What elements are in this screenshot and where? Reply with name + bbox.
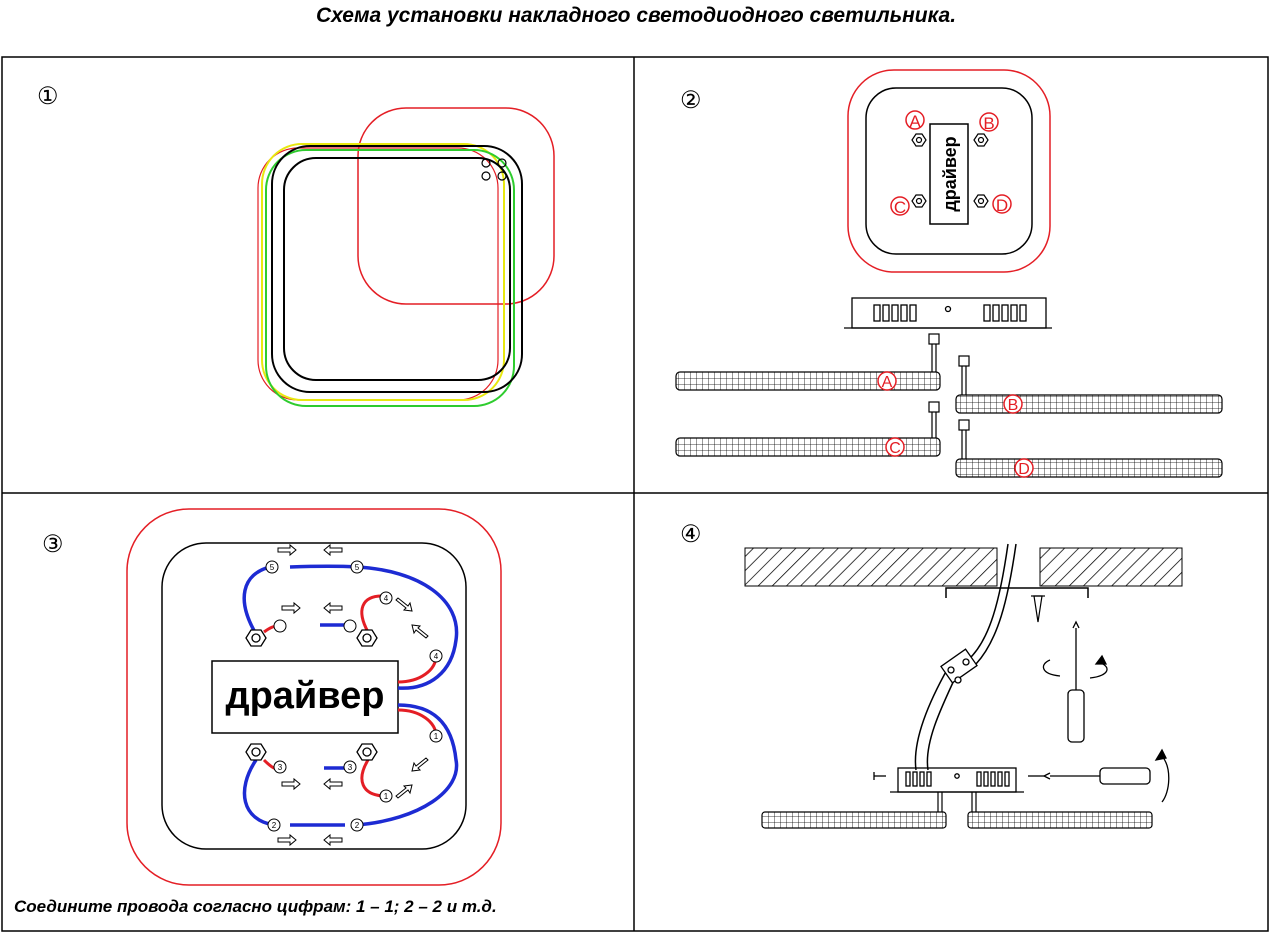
panel-2: ② драйвер A B C D	[675, 69, 1223, 478]
bar-b-label: B	[1008, 397, 1019, 414]
terminal-block	[940, 648, 978, 684]
ceiling-plate	[865, 87, 1033, 255]
led-bars-bottom	[761, 811, 1153, 829]
ceiling-right	[1039, 547, 1183, 587]
connector-a-label: A	[909, 112, 921, 131]
step-3-label: ③	[42, 531, 64, 558]
mounting-bracket	[945, 587, 1089, 598]
tag-1a: 1	[434, 732, 439, 741]
led-bar-b	[955, 394, 1223, 414]
screwdriver-vertical-icon	[1042, 620, 1108, 743]
tag-2b: 2	[355, 821, 360, 830]
screwdriver-horizontal-icon	[1042, 748, 1170, 803]
frame-outer	[271, 145, 523, 393]
panel-3: ③ драйвер	[14, 508, 502, 916]
led-bar-c	[675, 437, 941, 457]
diagram-title: Схема установки накладного светодиодного…	[315, 4, 957, 27]
panel-4: ④	[680, 521, 1183, 829]
tag-2a: 2	[272, 821, 277, 830]
led-bar-d	[955, 458, 1223, 478]
driver-side-view	[844, 297, 1052, 329]
tag-5a: 5	[270, 563, 275, 572]
bar-wires	[928, 333, 970, 459]
bar-c-label: C	[889, 440, 901, 457]
wire-number-tags	[265, 560, 443, 832]
outer-plate-red	[126, 508, 502, 886]
ceiling-screw	[1031, 595, 1045, 623]
step-1-label: ①	[37, 83, 59, 110]
step-2-label: ②	[680, 87, 702, 114]
tag-1b: 1	[384, 792, 389, 801]
tag-4a: 4	[384, 594, 389, 603]
tag-3b: 3	[348, 763, 353, 772]
connector-c-label: C	[894, 198, 906, 217]
ceiling-plate-red	[847, 69, 1051, 273]
direction-arrows	[277, 543, 429, 847]
driver-box-large	[211, 660, 399, 734]
step-4-label: ④	[680, 521, 702, 548]
panel-1: ①	[37, 83, 555, 407]
led-bars	[675, 371, 1223, 478]
inner-plate	[161, 542, 467, 850]
panel-3-nuts	[245, 629, 378, 761]
mount-plate-outline	[357, 107, 555, 305]
bar-d-label: D	[1018, 461, 1030, 478]
connector-labels	[890, 110, 1012, 216]
supply-cables	[914, 543, 1017, 771]
outer-frame	[1, 56, 1269, 932]
driver-label: драйвер	[940, 136, 960, 211]
connector-b-label: B	[983, 114, 994, 133]
led-bar-a	[675, 371, 941, 391]
bar-a-label: A	[882, 374, 893, 391]
frame-inner	[283, 157, 511, 381]
tag-4b: 4	[434, 652, 439, 661]
driver-box	[929, 123, 969, 225]
driver-label-large: драйвер	[225, 675, 384, 717]
tag-5b: 5	[355, 563, 360, 572]
tag-3a: 3	[278, 763, 283, 772]
panel-3-caption: Соедините провода согласно цифрам: 1 – 1…	[14, 897, 497, 916]
ceiling-left	[744, 547, 998, 587]
connector-nuts	[911, 133, 989, 208]
driver-bottom	[873, 767, 1044, 793]
bar-supports	[937, 792, 977, 812]
connector-d-label: D	[996, 196, 1008, 215]
